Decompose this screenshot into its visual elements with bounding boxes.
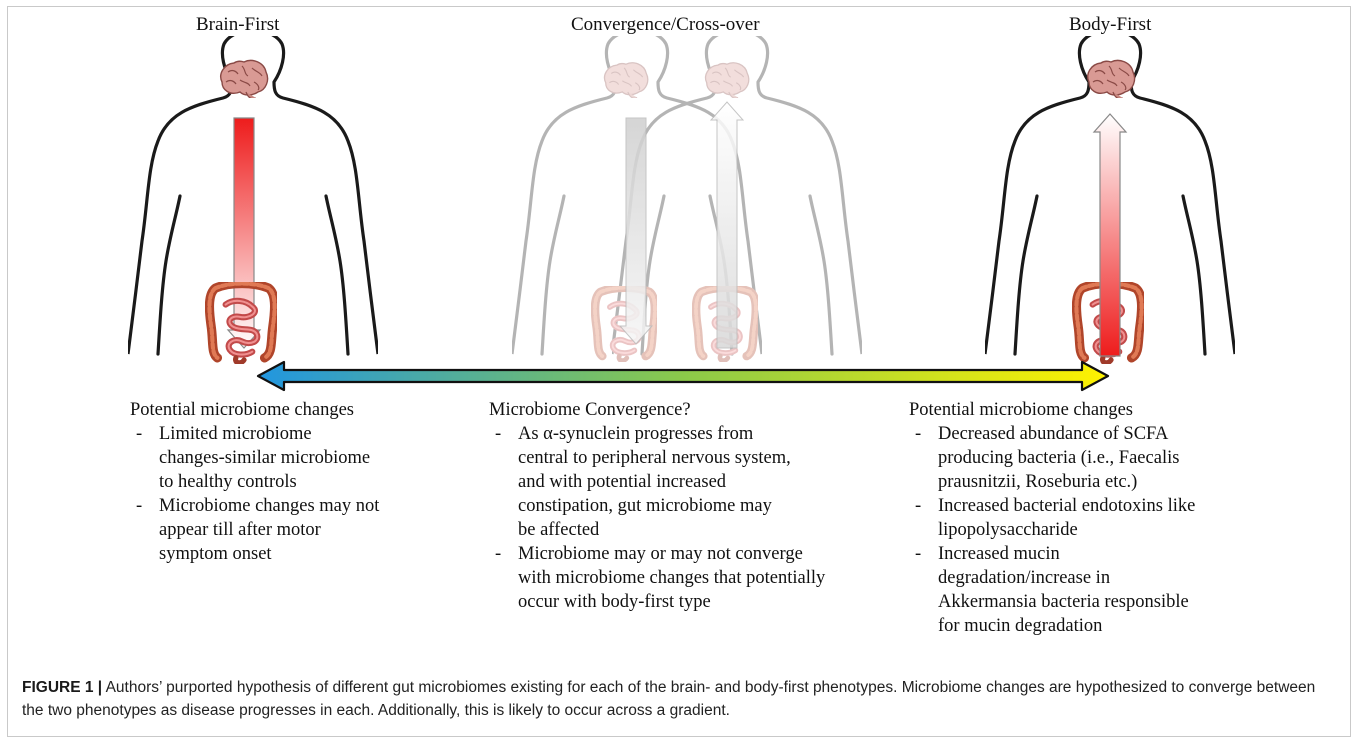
ascending-arrow-faded	[709, 101, 745, 349]
brain-icon	[704, 62, 750, 98]
figure-caption: FIGURE 1 | Authors’ purported hypothesis…	[22, 676, 1340, 722]
middle-text-block: Microbiome Convergence? As α-synuclein p…	[489, 398, 829, 614]
right-list: Decreased abundance of SCFA producing ba…	[909, 422, 1259, 638]
list-item: Increased bacterial endotoxins like lipo…	[909, 494, 1240, 542]
right-heading: Potential microbiome changes	[909, 400, 1133, 420]
panel-title-convergence: Convergence/Cross-over	[571, 14, 760, 35]
list-item: Decreased abundance of SCFA producing ba…	[909, 422, 1220, 494]
list-item: Limited microbiome changes-similar micro…	[130, 422, 377, 494]
list-item: Microbiome may or may not converge with …	[489, 542, 826, 614]
left-heading: Potential microbiome changes	[130, 400, 354, 420]
body-first-figure	[985, 36, 1235, 363]
descending-arrow-faded	[618, 117, 654, 345]
panel-title-body-first: Body-First	[1069, 14, 1152, 35]
brain-icon	[603, 62, 649, 98]
list-item: Microbiome changes may not appear till a…	[130, 494, 381, 566]
brain-first-figure	[128, 36, 378, 363]
panel-title-brain-first: Brain-First	[196, 14, 280, 35]
brain-icon	[1087, 59, 1136, 98]
convergence-figure	[512, 36, 862, 361]
caption-text: Authors’ purported hypothesis of differe…	[22, 679, 1316, 719]
diagram-graphics	[128, 36, 1235, 392]
ascending-arrow	[1092, 113, 1128, 357]
middle-heading: Microbiome Convergence?	[489, 400, 691, 420]
brain-icon	[220, 59, 269, 98]
list-item: As α-synuclein progresses from central t…	[489, 422, 792, 542]
left-list: Limited microbiome changes-similar micro…	[130, 422, 420, 566]
caption-label: FIGURE 1 |	[22, 679, 103, 696]
left-text-block: Potential microbiome changes Limited mic…	[130, 398, 420, 566]
list-item: Increased mucin degradation/increase in …	[909, 542, 1210, 638]
right-text-block: Potential microbiome changes Decreased a…	[909, 398, 1259, 638]
middle-list: As α-synuclein progresses from central t…	[489, 422, 829, 614]
gradient-double-arrow	[256, 360, 1110, 392]
